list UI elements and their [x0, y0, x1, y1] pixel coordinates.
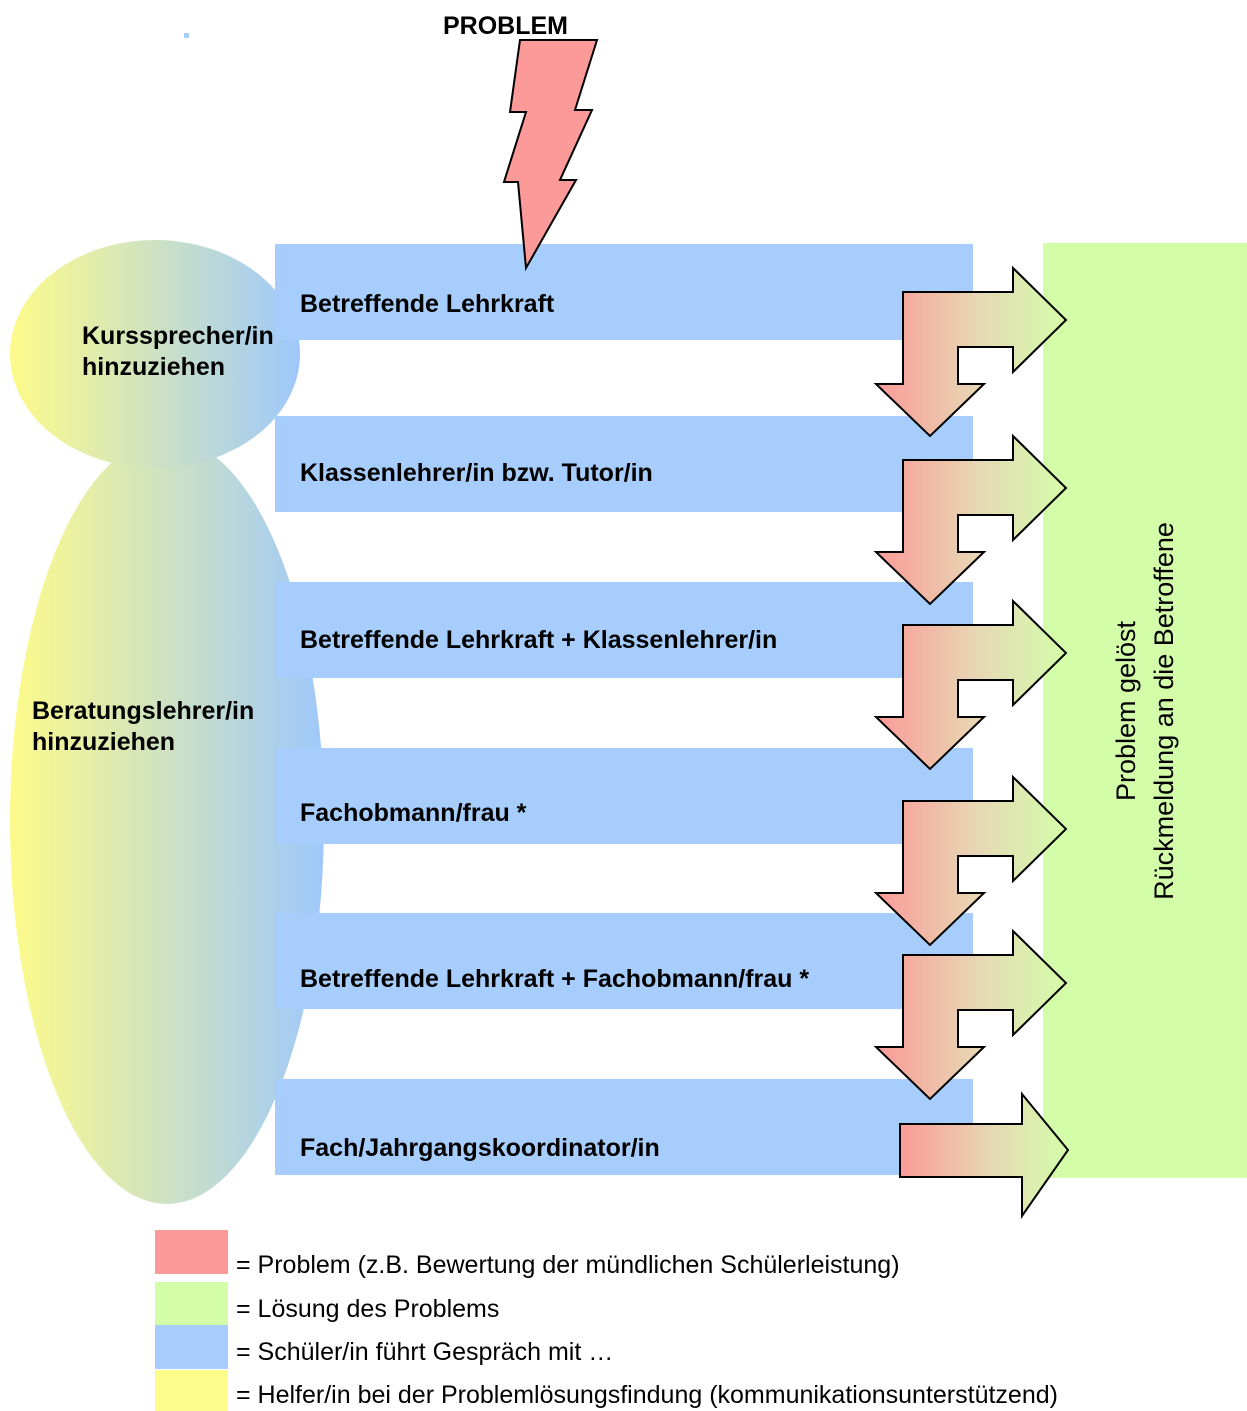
step-label-4: Fachobmann/frau *: [300, 799, 527, 827]
solution-panel: [1043, 243, 1247, 1178]
step-label-2: Klassenlehrer/in bzw. Tutor/in: [300, 459, 653, 487]
legend-swatch-solution: [155, 1282, 228, 1326]
step-bar-2: [275, 416, 973, 512]
legend-swatch-problem: [155, 1230, 228, 1274]
escalation-arrow-2: [873, 433, 1068, 606]
legend-text-helper: = Helfer/in bei der Problemlösungsfindun…: [236, 1381, 1058, 1409]
escalation-arrow-4: [873, 774, 1068, 947]
helper-oval-kurssprecher: [10, 240, 300, 468]
problem-lightning-bolt: [502, 39, 599, 272]
legend-swatch-conversation: [155, 1325, 228, 1369]
step-label-6: Fach/Jahrgangskoordinator/in: [300, 1134, 660, 1162]
legend-text-problem: = Problem (z.B. Bewertung der mündlichen…: [236, 1251, 900, 1279]
step-bar-3: [275, 582, 973, 678]
beratungslehrer-line-2: hinzuziehen: [32, 728, 176, 756]
kurssprecher-line-2: hinzuziehen: [82, 353, 226, 381]
legend-swatch-helper: [155, 1370, 228, 1411]
beratungslehrer-line-1: Beratungslehrer/in: [32, 697, 255, 725]
escalation-arrow-1: [873, 265, 1068, 438]
step-label-3: Betreffende Lehrkraft + Klassenlehrer/in: [300, 626, 778, 654]
step-bar-4: [275, 748, 973, 844]
legend-text-solution: = Lösung des Problems: [236, 1295, 500, 1323]
legend-text-conversation: = Schüler/in führt Gespräch mit …: [236, 1338, 614, 1366]
step-bar-5: [275, 913, 973, 1009]
problem-title: PROBLEM: [443, 12, 568, 40]
step-bar-6: [275, 1079, 973, 1175]
helper-oval-beratungslehrer: [10, 438, 324, 1204]
helper-label-kurssprecher: Kurssprecher/in hinzuziehen: [82, 321, 274, 383]
final-arrow-to-solution: [899, 1091, 1070, 1220]
step-label-1: Betreffende Lehrkraft: [300, 290, 555, 318]
escalation-arrow-3: [873, 598, 1068, 771]
step-label-5: Betreffende Lehrkraft + Fachobmann/frau …: [300, 965, 810, 993]
decorative-dot: [184, 33, 189, 38]
step-bar-1: [275, 244, 973, 340]
kurssprecher-line-1: Kurssprecher/in: [82, 322, 274, 350]
helper-label-beratungslehrer: Beratungslehrer/in hinzuziehen: [32, 696, 254, 758]
escalation-arrow-5: [873, 928, 1068, 1101]
